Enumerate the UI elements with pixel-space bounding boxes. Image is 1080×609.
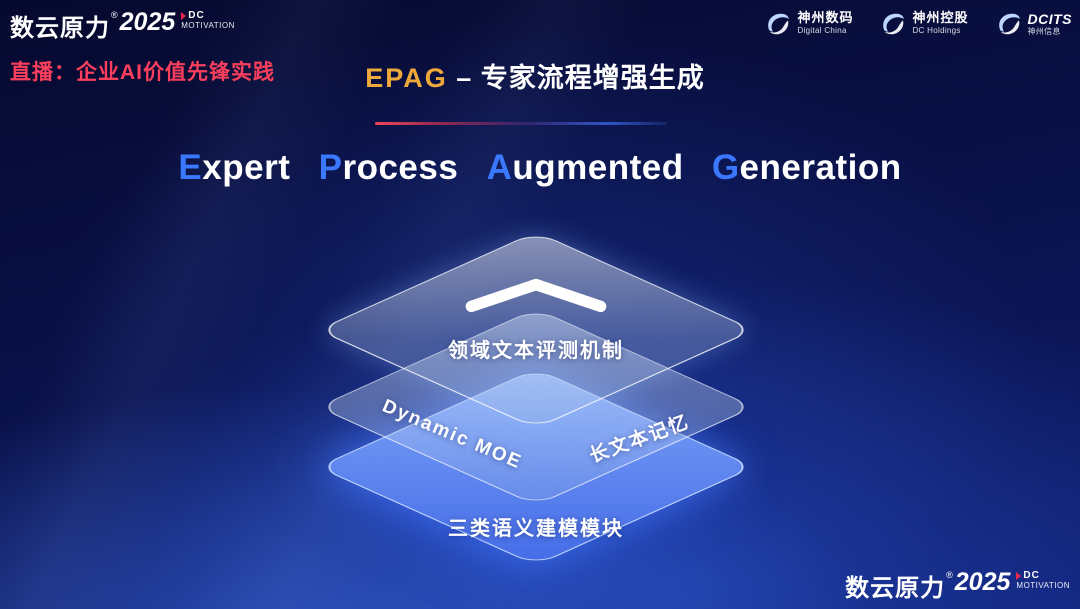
logo-name: 神州控股 bbox=[912, 10, 969, 26]
brand-registered-mark: ® bbox=[111, 10, 118, 20]
brand-red-accent-icon bbox=[1016, 572, 1022, 581]
heading-word: Expert bbox=[178, 148, 291, 187]
heading-word: Process bbox=[318, 148, 459, 187]
brand-year: 2025 bbox=[954, 568, 1011, 596]
brand-motivation-text: MOTIVATION bbox=[181, 20, 235, 30]
page-title-rest: 专家流程增强生成 bbox=[480, 63, 705, 93]
brand-red-accent-icon bbox=[181, 12, 187, 21]
logo-subtitle: DC Holdings bbox=[912, 26, 961, 36]
logo-name: DCITS bbox=[1027, 10, 1072, 27]
brand-motivation-text: MOTIVATION bbox=[1016, 580, 1070, 590]
logo-dc-holdings: 神州控股 DC Holdings bbox=[879, 10, 968, 37]
layer-label-semantic-modeling: 三类语义建模模块 bbox=[448, 518, 624, 540]
brand-registered-mark: ® bbox=[946, 570, 953, 580]
swoosh-icon bbox=[883, 13, 905, 35]
brand-dc-line: DC bbox=[181, 10, 235, 22]
gradient-divider bbox=[375, 122, 667, 125]
layer-label-evaluation: 领域文本评测机制 bbox=[448, 340, 624, 362]
page-title-separator: – bbox=[447, 63, 481, 93]
logo-dcits: DCITS 神州信息 bbox=[995, 10, 1073, 37]
brand-year: 2025 bbox=[119, 8, 176, 36]
brand-name: 数云原力 bbox=[10, 15, 110, 42]
logo-subtitle: 神州信息 bbox=[1027, 26, 1061, 36]
heading-word: Generation bbox=[711, 148, 902, 187]
page-title-highlight: EPAG bbox=[365, 63, 448, 93]
heading-word: Augmented bbox=[486, 148, 684, 187]
brand-logo-footer: 数云原力 ® 2025 DC MOTIVATION bbox=[845, 568, 1070, 603]
brand-suffix: DC MOTIVATION bbox=[181, 10, 235, 30]
live-stream-label: 直播：企业AI价值先锋实践 bbox=[10, 61, 275, 84]
brand-logo-header: 数云原力 ® 2025 DC MOTIVATION bbox=[10, 8, 235, 43]
logo-digital-china: 神州数码 Digital China bbox=[764, 10, 853, 37]
page-title: EPAG – 专家流程增强生成 bbox=[365, 56, 705, 95]
brand-dc-text: DC bbox=[1023, 570, 1040, 581]
swoosh-icon bbox=[768, 13, 790, 35]
logo-subtitle: Digital China bbox=[797, 26, 847, 36]
brand-dc-line: DC bbox=[1016, 570, 1070, 582]
logo-name: 神州数码 bbox=[797, 10, 854, 26]
swoosh-icon bbox=[998, 13, 1020, 35]
chevron-up-icon bbox=[465, 278, 607, 313]
brand-dc-text: DC bbox=[188, 10, 205, 21]
brand-suffix: DC MOTIVATION bbox=[1016, 570, 1070, 590]
main-heading: Expert Process Augmented Generation bbox=[0, 148, 1080, 188]
brand-name: 数云原力 bbox=[845, 575, 946, 602]
partner-logos: 神州数码 Digital China 神州控股 DC Holdings DCIT… bbox=[764, 10, 1072, 37]
